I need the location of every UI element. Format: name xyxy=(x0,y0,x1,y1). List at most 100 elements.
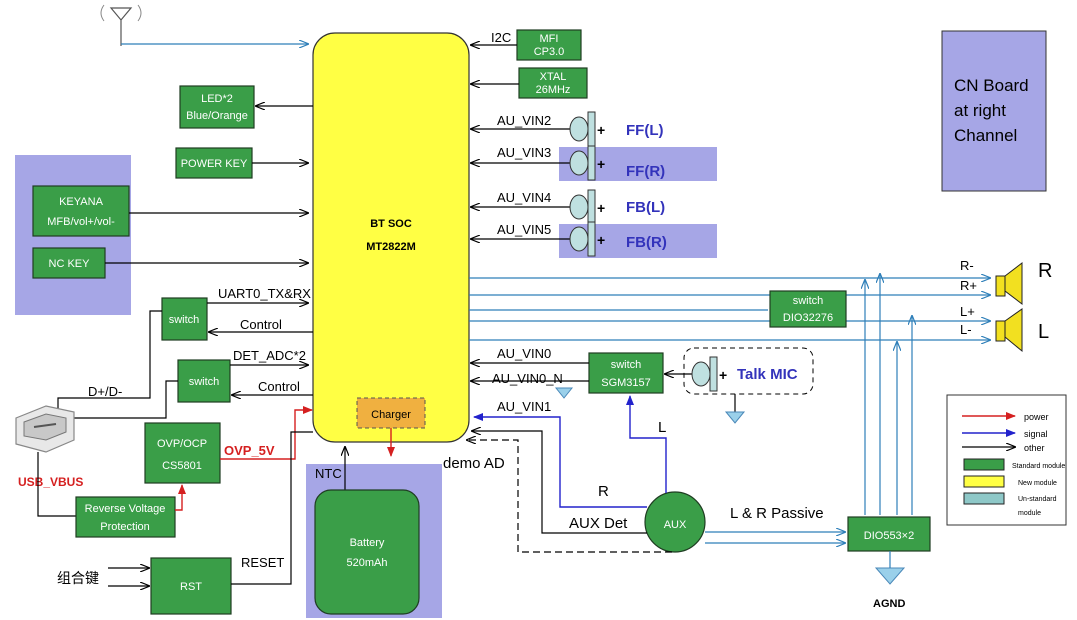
legend-standard-swatch xyxy=(963,458,1005,471)
reverse-line2: Protection xyxy=(100,521,150,533)
svg-text:+: + xyxy=(597,232,605,248)
mic-name: FB(L) xyxy=(626,199,665,216)
mic-net-label: AU_VIN3 xyxy=(497,145,551,160)
cn-board-line1: CN Board xyxy=(954,76,1029,95)
speaker-pin-l-minus: L- xyxy=(960,322,972,337)
ground-icon xyxy=(724,411,746,424)
nc-key-block xyxy=(32,247,106,279)
mic-name: FF(L) xyxy=(626,122,663,139)
mic-name: FB(R) xyxy=(626,234,667,251)
dio32276-block xyxy=(769,290,847,328)
ground-icon xyxy=(554,387,574,399)
cn-board-box xyxy=(941,30,1047,192)
reverse-to-ovp-arrow xyxy=(175,484,186,511)
mic-ff-l: AU_VIN2 + FF(L) xyxy=(471,111,663,147)
svg-text:+: + xyxy=(597,122,605,138)
speaker-r-label: R xyxy=(1038,260,1052,282)
legend-unstandard-swatch xyxy=(963,492,1005,505)
det-switch-block xyxy=(177,359,231,403)
legend-standard: Standard module xyxy=(1012,463,1065,470)
keyana-line2: MFB/vol+/vol- xyxy=(47,216,115,228)
xtal-block xyxy=(518,67,588,99)
mic-name: FF(R) xyxy=(626,163,665,180)
rst-block xyxy=(150,557,232,615)
legend-signal: signal xyxy=(1024,429,1048,439)
dio553-label: DIO553×2 xyxy=(864,530,914,542)
det-switch-label: switch xyxy=(189,376,220,388)
mic-net-label: AU_VIN5 xyxy=(497,222,551,237)
xtal-line2: 26MHz xyxy=(536,84,571,96)
det-control-label: Control xyxy=(258,379,300,394)
au-vin0-label: AU_VIN0 xyxy=(497,346,551,361)
aux-jack-block xyxy=(644,491,706,553)
ovp-5v-label: OVP_5V xyxy=(224,443,275,458)
ovp-5v-line xyxy=(220,406,313,460)
ntc-label: NTC xyxy=(315,466,342,481)
speaker-pin-l-plus: L+ xyxy=(960,304,975,319)
ovp-line2: CS5801 xyxy=(162,460,202,472)
aux-r-label: R xyxy=(598,483,609,500)
nc-key-label: NC KEY xyxy=(49,258,91,270)
battery-line1: Battery xyxy=(350,537,385,549)
uart-switch-block xyxy=(161,297,208,341)
mic-fb-l: AU_VIN4 + FB(L) xyxy=(471,189,665,225)
usb-connector-icon xyxy=(15,405,75,453)
vbus-to-reverse-wire xyxy=(37,452,76,517)
svg-text:+: + xyxy=(597,156,605,172)
svg-text:+: + xyxy=(719,367,727,383)
agnd-symbol-icon xyxy=(874,567,906,585)
mfi-line2: CP3.0 xyxy=(534,46,565,58)
led-line2: Blue/Orange xyxy=(186,110,248,122)
sgm3157-line1: switch xyxy=(611,359,642,371)
demo-ad-line xyxy=(467,440,672,553)
usb-vbus-label: USB_VBUS xyxy=(18,475,83,489)
mfi-line1: MFI xyxy=(540,33,559,45)
legend-new: New module xyxy=(1018,480,1057,487)
speaker-l-icon xyxy=(995,308,1023,353)
legend-new-swatch xyxy=(963,475,1005,488)
legend-module: module xyxy=(1018,510,1041,517)
dio32276-line1: switch xyxy=(793,295,824,307)
bt-soc-name: BT SOC xyxy=(370,218,412,230)
charger-label: Charger xyxy=(371,409,411,421)
det-usb-wire xyxy=(70,380,178,419)
demo-ad-label: demo AD xyxy=(443,455,505,472)
uart-label: UART0_TX&RX xyxy=(218,286,311,301)
speaker-pin-r-minus: R- xyxy=(960,258,974,273)
reset-wire xyxy=(231,431,313,585)
talk-mic-icon: + xyxy=(691,356,727,392)
aux-r-to-soc-line xyxy=(473,413,647,508)
mic-net-label: AU_VIN4 xyxy=(497,190,551,205)
led-block xyxy=(179,85,255,129)
agnd-label: AGND xyxy=(873,598,905,610)
keyana-block xyxy=(32,185,130,237)
talk-mic-box xyxy=(683,347,814,395)
uart-control-label: Control xyxy=(240,317,282,332)
dio553-block xyxy=(847,516,931,552)
dio32276-line2: DIO32276 xyxy=(783,312,833,324)
passive-label: L & R Passive xyxy=(730,505,824,522)
battery-line2: 520mAh xyxy=(347,557,388,569)
mic-ff-r: AU_VIN3 + FF(R) xyxy=(471,145,665,181)
led-line1: LED*2 xyxy=(201,93,233,105)
speaker-r-icon xyxy=(995,261,1023,306)
cn-board-line2: at right xyxy=(954,101,1006,120)
cn-board-line3: Channel xyxy=(954,126,1017,145)
power-key-label: POWER KEY xyxy=(181,158,248,170)
aux-l-label: L xyxy=(658,419,666,436)
i2c-label: I2C xyxy=(491,30,511,45)
xtal-line1: XTAL xyxy=(540,71,567,83)
charger-block xyxy=(356,397,426,429)
antenna-icon xyxy=(100,4,142,46)
aux-label: AUX xyxy=(664,519,687,531)
keyana-line1: KEYANA xyxy=(59,196,103,208)
usb-data-wire xyxy=(57,310,162,410)
talk-mic-label: Talk MIC xyxy=(737,366,798,383)
ovp-block xyxy=(144,422,221,484)
mic-fb-r: AU_VIN5 + FB(R) xyxy=(471,221,667,257)
legend-other: other xyxy=(1024,443,1045,453)
rst-label: RST xyxy=(180,581,202,593)
reverse-protection-block xyxy=(75,496,176,538)
combo-key-label: 组合键 xyxy=(57,570,99,586)
